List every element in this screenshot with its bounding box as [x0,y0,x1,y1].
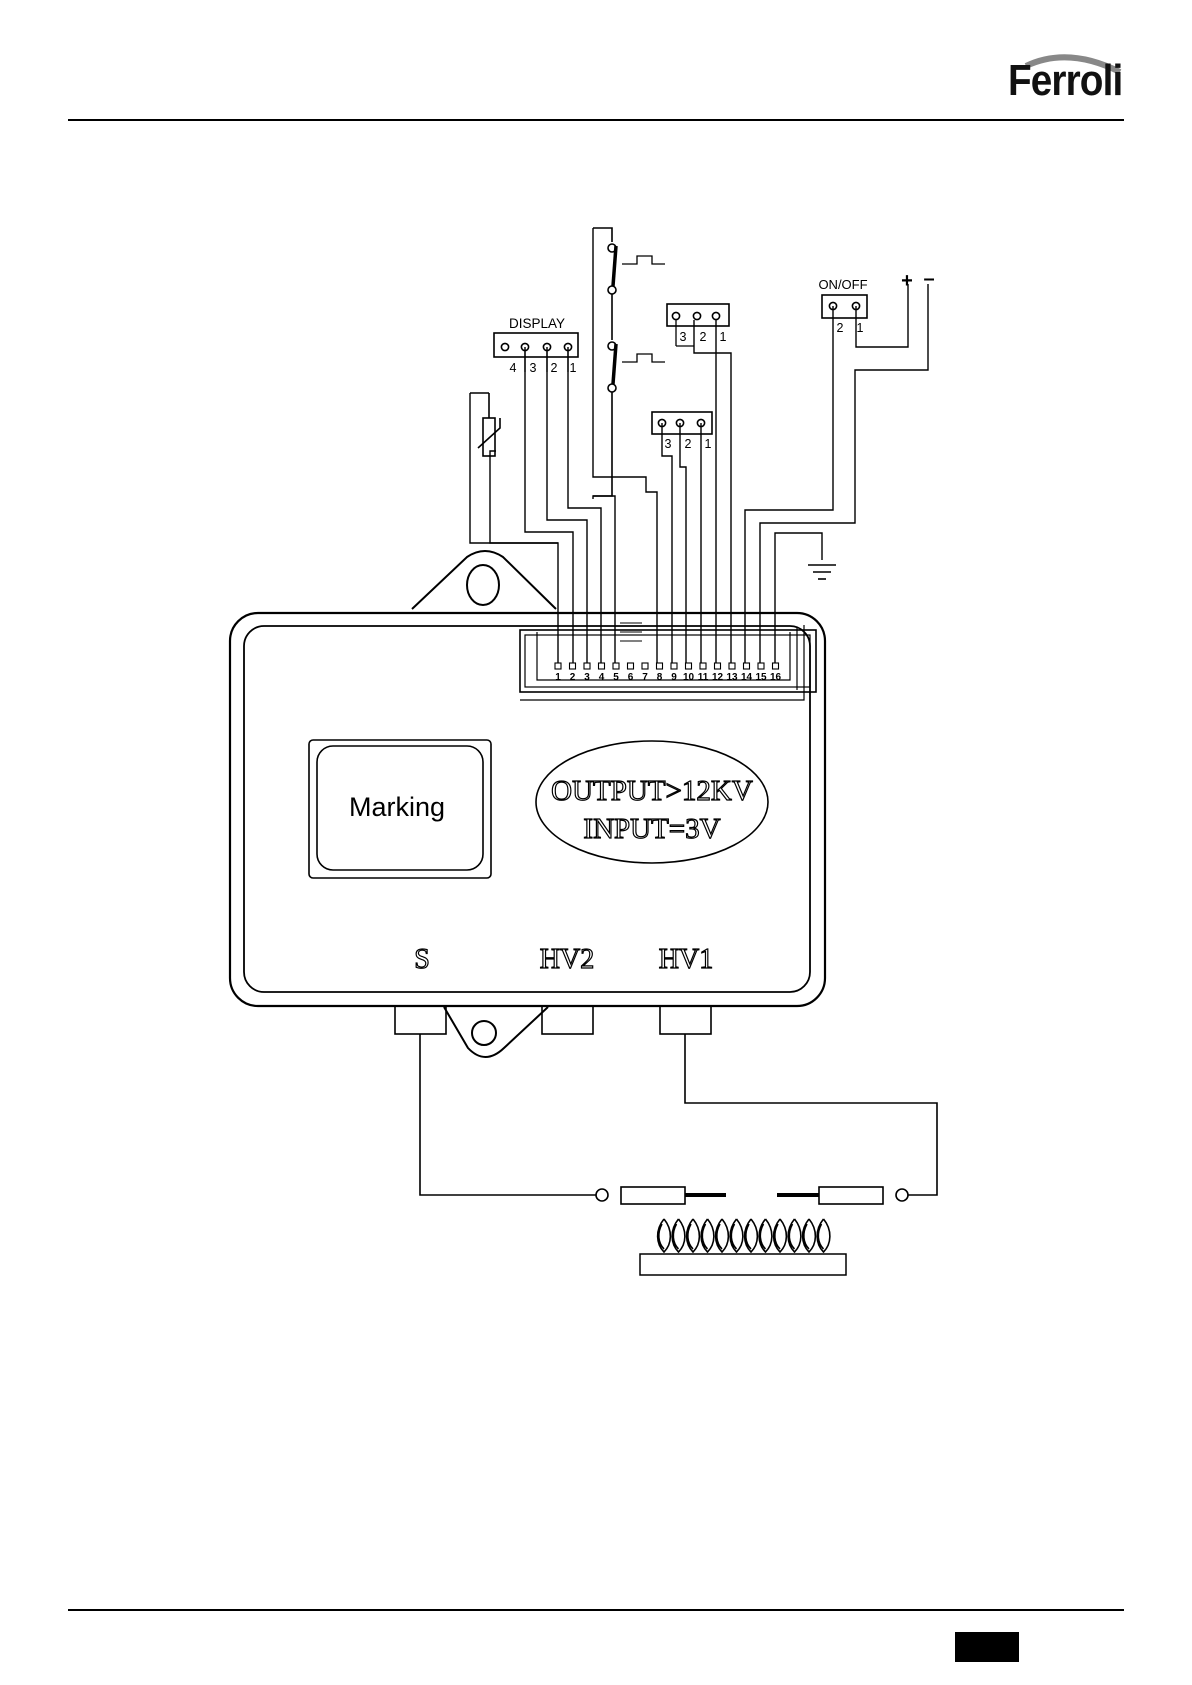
connector-a-pin-label: 1 [720,330,727,344]
terminal-pin [657,663,663,669]
terminal-pin [700,663,706,669]
connector-a-pin-label: 3 [680,330,687,344]
terminal-pin [613,663,619,669]
flame-icon [658,1219,671,1252]
terminal-pin-label: 2 [570,672,576,683]
terminal-pin-label: 16 [770,672,782,683]
terminal-pin-label: 15 [755,672,767,683]
terminal-pin-label: 3 [584,672,590,683]
output-sockets [395,1006,711,1034]
connector-a-pin-label: 2 [700,330,707,344]
ntc-thermistor-icon [470,393,500,456]
power-plus-label: + [901,270,913,292]
connector-b-pin-label: 3 [665,437,672,451]
terminal-pin [628,663,634,669]
display-pin-label: 2 [551,361,558,375]
terminal-pin-label: 6 [628,672,634,683]
terminal-pin-label: 9 [671,672,677,683]
flame-icon [687,1219,700,1252]
onoff-pin-label: 2 [837,321,844,335]
terminal-pin [642,663,648,669]
terminal-pin-label: 8 [657,672,663,683]
terminal-pin-label: 12 [712,672,724,683]
connector-b-pin-label: 1 [705,437,712,451]
terminal-pin-label: 7 [642,672,648,683]
output-hv2-label: HV2 [540,944,594,975]
rating-input-text: INPUT=3V [583,813,720,845]
terminal-pin [686,663,692,669]
flame-icon [672,1219,685,1252]
flame-icon [788,1219,801,1252]
flame-icon [803,1219,816,1252]
power-minus-label: – [923,268,934,290]
onoff-connector-title: ON/OFF [818,277,867,292]
connector-b-pin-label: 2 [685,437,692,451]
display-pin-label: 3 [530,361,537,375]
terminal-pin-label: 13 [726,672,738,683]
terminal-pin-label: 10 [683,672,695,683]
flame-icon [759,1219,772,1252]
display-pin-label: 1 [570,361,577,375]
terminal-pin [671,663,677,669]
burner-icon [640,1219,846,1275]
display-connector-title: DISPLAY [509,316,565,331]
terminal-pin-label: 1 [555,672,561,683]
terminal-pin-label: 4 [599,672,605,683]
terminal-pin [744,663,750,669]
marking-label: Marking [349,792,445,822]
flame-icon [774,1219,787,1252]
terminal-pin [599,663,605,669]
terminal-wires [470,228,928,663]
onoff-connector [822,295,867,318]
terminal-pin [584,663,590,669]
flame-icon [817,1219,830,1252]
terminal-pin [570,663,576,669]
output-s-label: S [414,944,430,975]
terminal-pin-label: 5 [613,672,619,683]
terminal-pin [555,663,561,669]
onoff-pin-label: 1 [857,321,864,335]
terminal-pin [773,663,779,669]
flame-icon [745,1219,758,1252]
flame-icon [701,1219,714,1252]
flame-icon [716,1219,729,1252]
terminal-pin [715,663,721,669]
display-pin-label: 4 [510,361,517,375]
terminal-pin [729,663,735,669]
terminal-pin-label: 11 [698,672,709,683]
switch-chain [593,228,665,496]
terminal-pin [758,663,764,669]
electrode-leads [420,1034,937,1204]
rating-output-text: OUTPUT>12KV [551,775,753,807]
terminal-pin-label: 14 [741,672,753,683]
flame-icon [730,1219,743,1252]
connector-b [652,412,712,434]
output-hv1-label: HV1 [659,944,713,975]
earth-ground-icon [808,565,836,579]
terminal-block [520,623,816,700]
